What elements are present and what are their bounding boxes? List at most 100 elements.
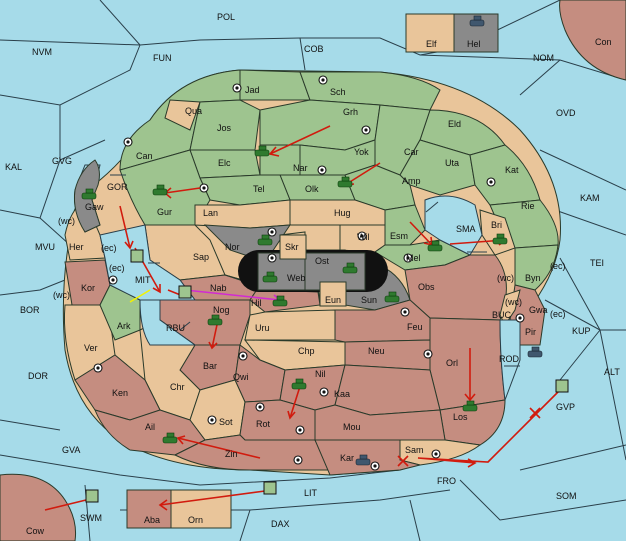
label-sot: Sot <box>219 417 233 427</box>
fleet-box-swm[interactable] <box>85 489 99 503</box>
label-nil: Nil <box>315 369 326 379</box>
army-nog[interactable] <box>207 314 223 326</box>
label-lit: LIT <box>304 488 318 498</box>
label-nor: Nor <box>225 242 240 252</box>
region-elf[interactable] <box>405 13 455 53</box>
army-nil[interactable] <box>291 378 307 390</box>
label-uru: Uru <box>255 323 270 333</box>
label-fun: FUN <box>153 53 172 63</box>
label-aba: Aba <box>144 515 160 525</box>
region-zin[interactable] <box>173 434 331 471</box>
label-swm: SWM <box>80 513 102 523</box>
label-dor: DOR <box>28 371 49 381</box>
label-gva: GVA <box>62 445 80 455</box>
region-cow[interactable] <box>0 473 76 541</box>
label-rie: Rie <box>521 201 535 211</box>
label-her: Her <box>69 242 84 252</box>
label-bri: Bri <box>491 220 502 230</box>
label-con: Con <box>595 37 612 47</box>
army-grh[interactable] <box>254 145 270 157</box>
label-yok: Yok <box>354 147 369 157</box>
region-web-inner <box>304 252 366 291</box>
sea-sma[interactable] <box>424 195 483 256</box>
region-ver[interactable] <box>63 304 116 381</box>
region-kar[interactable] <box>314 439 421 476</box>
sea-mit[interactable] <box>99 224 196 301</box>
army-sun[interactable] <box>384 291 400 303</box>
fleet-box-gvp[interactable] <box>555 379 569 393</box>
label-nom: NOM <box>533 53 554 63</box>
army-nor[interactable] <box>257 234 273 246</box>
label-sma: SMA <box>456 224 476 234</box>
label-qwi: Qwi <box>233 372 249 382</box>
label-wil: Wil <box>357 232 370 242</box>
region-con[interactable] <box>559 0 626 81</box>
coast-kor-wc: (wc) <box>53 290 70 300</box>
army-yok[interactable] <box>337 176 353 188</box>
region-grh[interactable] <box>259 99 381 151</box>
region-tel[interactable] <box>199 174 291 206</box>
region-gwa[interactable] <box>499 289 521 326</box>
army-ost[interactable] <box>342 262 358 274</box>
region-ark[interactable] <box>99 284 141 341</box>
label-kat: Kat <box>505 165 519 175</box>
region-skr-inner <box>279 234 307 260</box>
label-buc: BUC <box>492 310 512 320</box>
fleet-kar[interactable] <box>355 454 371 466</box>
army-tel[interactable] <box>152 184 168 196</box>
label-esm: Esm <box>390 231 408 241</box>
label-bar: Bar <box>203 361 217 371</box>
army-web[interactable] <box>262 271 278 283</box>
label-feu: Feu <box>407 322 423 332</box>
region-jos[interactable] <box>189 99 261 151</box>
label-mit: MIT <box>135 275 151 285</box>
army-bri[interactable] <box>492 233 508 245</box>
label-rot: Rot <box>256 419 271 429</box>
region-kaa[interactable] <box>334 364 441 416</box>
region-hug[interactable] <box>289 199 386 226</box>
label-hil: Hil <box>251 298 262 308</box>
label-uta: Uta <box>445 158 459 168</box>
coast-labels: (wc) (ec) (ec) (wc) (wc) (ec) (wc) (ec) <box>53 216 566 319</box>
army-gaw[interactable] <box>81 188 97 200</box>
army-ail[interactable] <box>162 432 178 444</box>
fleet-box-lit[interactable] <box>263 481 277 495</box>
label-eld: Eld <box>448 119 461 129</box>
label-olk: Olk <box>305 184 319 194</box>
fleet-box-mit[interactable] <box>178 285 192 299</box>
label-bor: BOR <box>20 305 40 315</box>
label-nar: Nar <box>293 163 308 173</box>
coast-kor-ec: (ec) <box>109 263 125 273</box>
region-qua[interactable] <box>164 99 201 131</box>
region-ail[interactable] <box>94 409 206 456</box>
army-esm[interactable] <box>427 240 443 252</box>
label-los: Los <box>453 412 468 422</box>
label-mel: Mel <box>406 253 421 263</box>
army-los[interactable] <box>462 400 478 412</box>
label-can: Can <box>136 151 153 161</box>
label-car: Car <box>404 147 419 157</box>
label-ail: Ail <box>145 422 155 432</box>
label-hug: Hug <box>334 208 351 218</box>
label-ovd: OVD <box>556 108 576 118</box>
supply-centers <box>93 75 525 471</box>
label-kaa: Kaa <box>334 389 350 399</box>
label-lan: Lan <box>203 208 218 218</box>
coast-gwa-wc: (wc) <box>505 297 522 307</box>
label-nog: Nog <box>213 305 230 315</box>
label-byn: Byn <box>525 273 541 283</box>
label-pir: Pir <box>525 327 536 337</box>
army-hil[interactable] <box>272 295 288 307</box>
label-neu: Neu <box>368 346 385 356</box>
sea-labels: POL NVM FUN COB NOM OVD KAL GVG KAM MVU … <box>5 12 620 529</box>
fleet-hel[interactable] <box>469 15 485 27</box>
label-ver: Ver <box>84 343 98 353</box>
label-som: SOM <box>556 491 577 501</box>
sea-rod[interactable] <box>499 319 521 401</box>
land-labels: Elf Hel Con Jad Sch Qua Jos Grh Eld Can … <box>26 37 612 536</box>
label-amp: Amp <box>402 176 421 186</box>
sea-rbu[interactable] <box>139 299 197 346</box>
fleet-box-ec[interactable] <box>130 249 144 263</box>
fleet-pir[interactable] <box>527 346 543 358</box>
label-elf: Elf <box>426 39 437 49</box>
